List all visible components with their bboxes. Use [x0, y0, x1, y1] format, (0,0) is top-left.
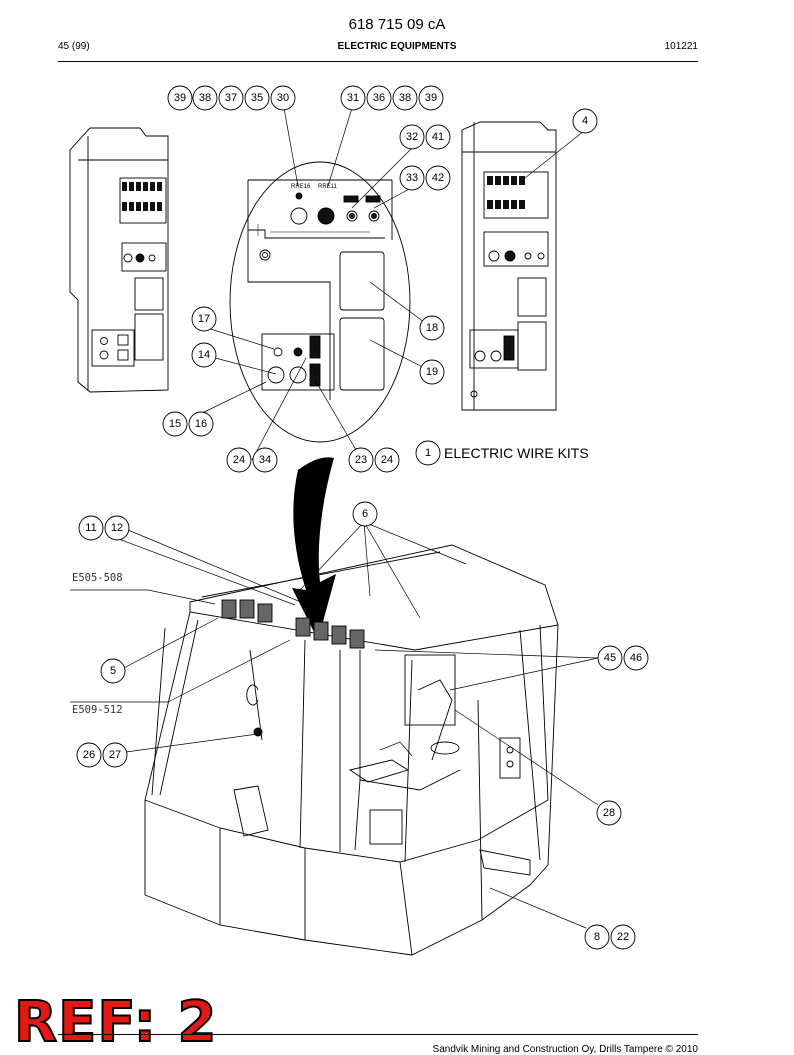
callout-balloon: 42 — [425, 165, 451, 191]
wire-kits-label: ELECTRIC WIRE KITS — [444, 445, 589, 461]
callout-balloon: 39 — [418, 85, 444, 111]
connector-tag-e505: E505-508 — [72, 572, 123, 584]
svg-text:41: 41 — [432, 131, 444, 143]
page-number: 45 (99) — [58, 41, 90, 52]
svg-text:39: 39 — [174, 92, 186, 104]
svg-text:30: 30 — [277, 92, 289, 104]
svg-text:24: 24 — [233, 454, 245, 466]
callout-balloon: 15 — [162, 411, 188, 437]
callout-balloon: 16 — [188, 411, 214, 437]
svg-text:28: 28 — [603, 807, 615, 819]
callout-balloon: 39 — [167, 85, 193, 111]
callout-balloon: 36 — [366, 85, 392, 111]
callout-balloon: 37 — [218, 85, 244, 111]
callout-balloon: 33 — [399, 165, 425, 191]
callout-balloon: 38 — [192, 85, 218, 111]
svg-text:22: 22 — [617, 931, 629, 943]
svg-text:34: 34 — [259, 454, 271, 466]
svg-text:RRE11: RRE11 — [318, 184, 338, 190]
callout-balloon: 12 — [104, 515, 130, 541]
svg-text:23: 23 — [355, 454, 367, 466]
svg-text:19: 19 — [426, 366, 438, 378]
callout-balloon: 35 — [244, 85, 270, 111]
svg-text:RRE16: RRE16 — [291, 184, 311, 190]
svg-text:31: 31 — [347, 92, 359, 104]
callout-balloon: 18 — [419, 315, 445, 341]
callout-balloon: 11 — [78, 515, 104, 541]
svg-text:38: 38 — [399, 92, 411, 104]
callout-balloon: 1 — [415, 440, 441, 466]
svg-text:14: 14 — [198, 349, 210, 361]
section-title: ELECTRIC EQUIPMENTS — [337, 41, 457, 52]
document-number: 618 715 09 cA — [348, 16, 446, 33]
svg-text:27: 27 — [109, 749, 121, 761]
svg-text:33: 33 — [406, 172, 418, 184]
right-control-panel — [461, 121, 557, 411]
svg-text:46: 46 — [630, 652, 642, 664]
svg-text:11: 11 — [85, 522, 96, 534]
callout-balloon: 8 — [584, 924, 610, 950]
cab-assembly — [144, 544, 559, 956]
callout-balloon: 32 — [399, 124, 425, 150]
svg-text:16: 16 — [195, 418, 207, 430]
callout-balloon: 17 — [191, 306, 217, 332]
svg-text:12: 12 — [111, 522, 123, 534]
svg-text:8: 8 — [594, 931, 600, 943]
callout-balloon: 30 — [270, 85, 296, 111]
svg-text:5: 5 — [110, 665, 116, 677]
callout-balloon: 38 — [392, 85, 418, 111]
callout-balloon: 5 — [100, 658, 126, 684]
connector-tag-e509: E509-512 — [72, 704, 123, 716]
svg-text:36: 36 — [373, 92, 385, 104]
left-control-panel — [69, 127, 169, 393]
callout-balloon: 14 — [191, 342, 217, 368]
callout-balloon: 45 — [597, 645, 623, 671]
callout-balloon: 27 — [102, 742, 128, 768]
svg-text:37: 37 — [225, 92, 237, 104]
callout-balloon: 26 — [76, 742, 102, 768]
callout-balloon: 24 — [226, 447, 252, 473]
header-rule — [58, 61, 698, 62]
callout-balloon: 19 — [419, 359, 445, 385]
svg-text:42: 42 — [432, 172, 444, 184]
svg-text:4: 4 — [582, 115, 588, 127]
center-detail-view: RRE16 RRE11 — [229, 161, 411, 443]
callout-balloon: 22 — [610, 924, 636, 950]
callout-group: 39 38 37 35 30 31 36 38 39 4 32 41 33 42… — [76, 85, 649, 950]
svg-text:39: 39 — [425, 92, 437, 104]
direction-arrow — [292, 457, 336, 640]
svg-text:6: 6 — [362, 508, 368, 520]
callout-balloon: 31 — [340, 85, 366, 111]
revision-date: 101221 — [664, 41, 698, 52]
callout-balloon: 24 — [374, 447, 400, 473]
callout-balloon: 4 — [572, 108, 598, 134]
callout-balloon: 28 — [596, 800, 622, 826]
callout-balloon: 23 — [348, 447, 374, 473]
svg-text:1: 1 — [425, 447, 431, 459]
ref-stamp: REF: 2 — [13, 989, 218, 1055]
svg-text:15: 15 — [169, 418, 181, 430]
svg-text:32: 32 — [406, 131, 418, 143]
svg-text:18: 18 — [426, 322, 438, 334]
svg-text:45: 45 — [604, 652, 616, 664]
leader-lines — [70, 107, 599, 929]
callout-balloon: 34 — [252, 447, 278, 473]
callout-balloon: 41 — [425, 124, 451, 150]
callout-balloon: 46 — [623, 645, 649, 671]
svg-text:38: 38 — [199, 92, 211, 104]
callout-balloon: 6 — [352, 501, 378, 527]
svg-text:35: 35 — [251, 92, 263, 104]
footer-rule — [58, 1034, 698, 1035]
footer-copyright: Sandvik Mining and Construction Oy, Dril… — [432, 1044, 698, 1055]
svg-text:26: 26 — [83, 749, 95, 761]
svg-text:17: 17 — [198, 313, 210, 325]
svg-text:24: 24 — [381, 454, 393, 466]
